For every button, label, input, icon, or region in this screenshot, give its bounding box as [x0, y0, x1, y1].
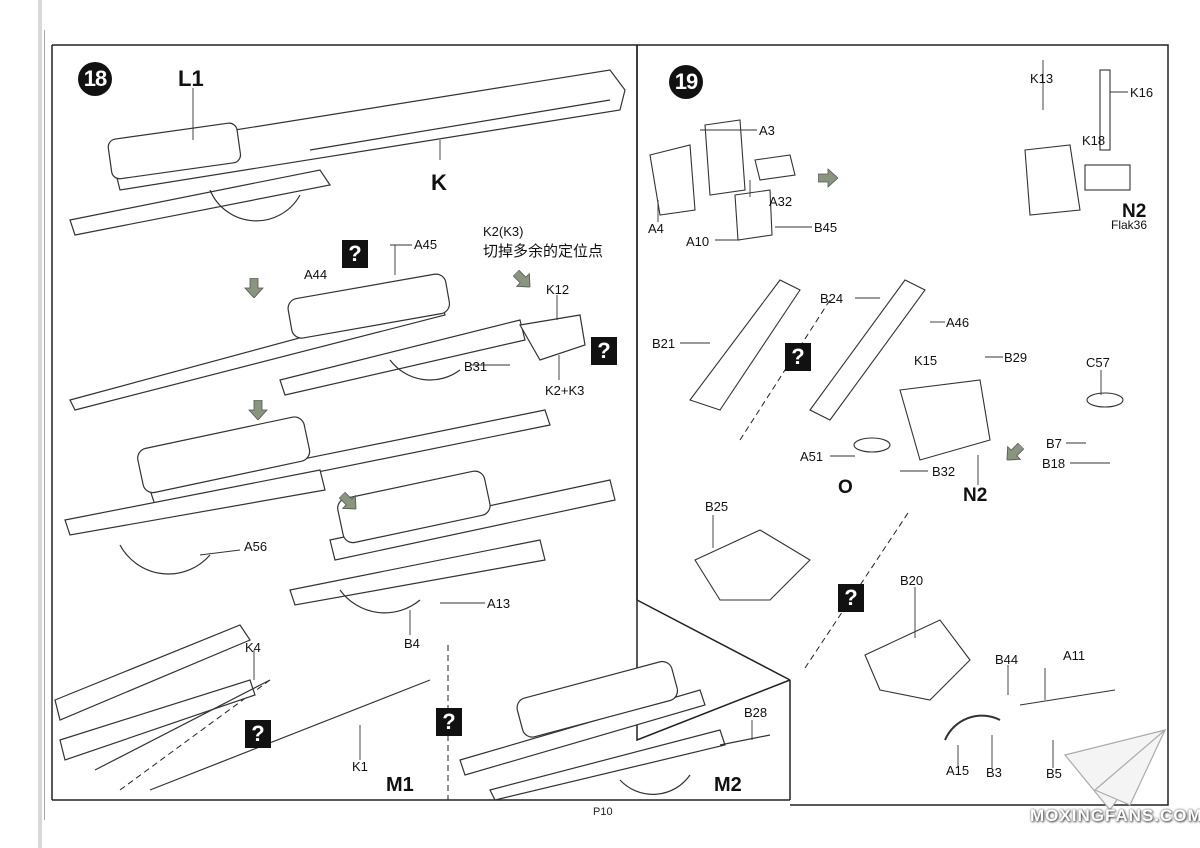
question-icon: ? — [342, 240, 368, 268]
label-flak36: Flak36 — [1111, 218, 1148, 232]
step19-parts — [649, 69, 1131, 741]
question-icon: ? — [785, 343, 811, 371]
label-A32: A32 — [769, 194, 793, 209]
label-A46: A46 — [946, 315, 970, 330]
label-B29: B29 — [1004, 350, 1028, 365]
label-K2-K3: K2+K3 — [545, 383, 585, 398]
page-binding-line — [44, 30, 45, 820]
label-B44: B44 — [995, 652, 1019, 667]
label-A15: A15 — [946, 763, 970, 778]
label-C57: C57 — [1086, 355, 1110, 370]
question-icon: ? — [436, 708, 462, 736]
label-A51: A51 — [800, 449, 824, 464]
page-number: P10 — [593, 806, 613, 818]
label-A4: A4 — [648, 221, 664, 236]
label-A3: A3 — [759, 123, 775, 138]
label-K13: K13 — [1030, 71, 1054, 86]
step-18-badge: 18 — [78, 62, 112, 96]
gun-assembly-3 — [64, 409, 551, 575]
step19-diag — [636, 599, 791, 681]
label-B25: B25 — [705, 499, 729, 514]
question-icon: ? — [838, 584, 864, 612]
label-B7: B7 — [1046, 436, 1062, 451]
label-K2K3: K2(K3) — [483, 224, 524, 239]
barrel-assembly-top — [69, 69, 626, 236]
label-B24: B24 — [820, 291, 844, 306]
question-icon: ? — [591, 337, 617, 365]
label-K1: K1 — [352, 759, 368, 774]
label-O: O — [838, 477, 853, 498]
label-K15: K15 — [914, 353, 938, 368]
label-B20: B20 — [900, 573, 924, 588]
gun-assembly-m1 — [54, 624, 431, 791]
label-N2-mid: N2 — [963, 485, 988, 506]
step19-frame — [637, 44, 1169, 806]
note-cut-locating-points: 切掉多余的定位点 — [483, 243, 604, 260]
label-B28: B28 — [744, 705, 768, 720]
diagonal-arrow-icon — [338, 491, 357, 510]
label-M2: M2 — [714, 774, 742, 796]
label-A10: A10 — [686, 234, 710, 249]
down-arrow-icon — [244, 278, 264, 298]
label-A45: A45 — [414, 237, 438, 252]
label-B45: B45 — [814, 220, 838, 235]
label-K4: K4 — [245, 640, 261, 655]
down-arrow-icon — [248, 400, 268, 420]
label-L1: L1 — [178, 66, 204, 91]
diagonal-arrow-icon — [1006, 442, 1025, 461]
gun-assembly-4 — [289, 470, 616, 614]
label-B5: B5 — [1046, 766, 1062, 781]
watermark-plane-icon — [1063, 729, 1167, 811]
right-arrow-icon — [818, 168, 838, 188]
step-19-badge: 19 — [669, 65, 703, 99]
leader-lines — [192, 60, 1128, 768]
label-K: K — [431, 170, 447, 195]
label-B4: B4 — [404, 636, 420, 651]
label-A13: A13 — [487, 596, 511, 611]
label-N2-top: N2 — [1122, 201, 1147, 222]
watermark-text: MOXINGFANS.COM — [1030, 806, 1200, 825]
label-K12: K12 — [546, 282, 570, 297]
page-binding-edge — [38, 0, 42, 848]
label-A56: A56 — [244, 539, 268, 554]
gun-assembly-m2 — [459, 660, 771, 801]
diagonal-arrow-icon — [512, 269, 531, 288]
gun-assembly-2 — [69, 273, 586, 411]
label-K18: K18 — [1082, 133, 1106, 148]
label-B18: B18 — [1042, 456, 1066, 471]
label-B21: B21 — [652, 336, 676, 351]
label-B3: B3 — [986, 765, 1002, 780]
label-M1: M1 — [386, 774, 414, 796]
question-icon: ? — [245, 720, 271, 748]
label-A44: A44 — [304, 267, 328, 282]
label-B32: B32 — [932, 464, 956, 479]
label-B31: B31 — [464, 359, 488, 374]
label-K16: K16 — [1130, 85, 1154, 100]
label-A11: A11 — [1063, 648, 1086, 663]
